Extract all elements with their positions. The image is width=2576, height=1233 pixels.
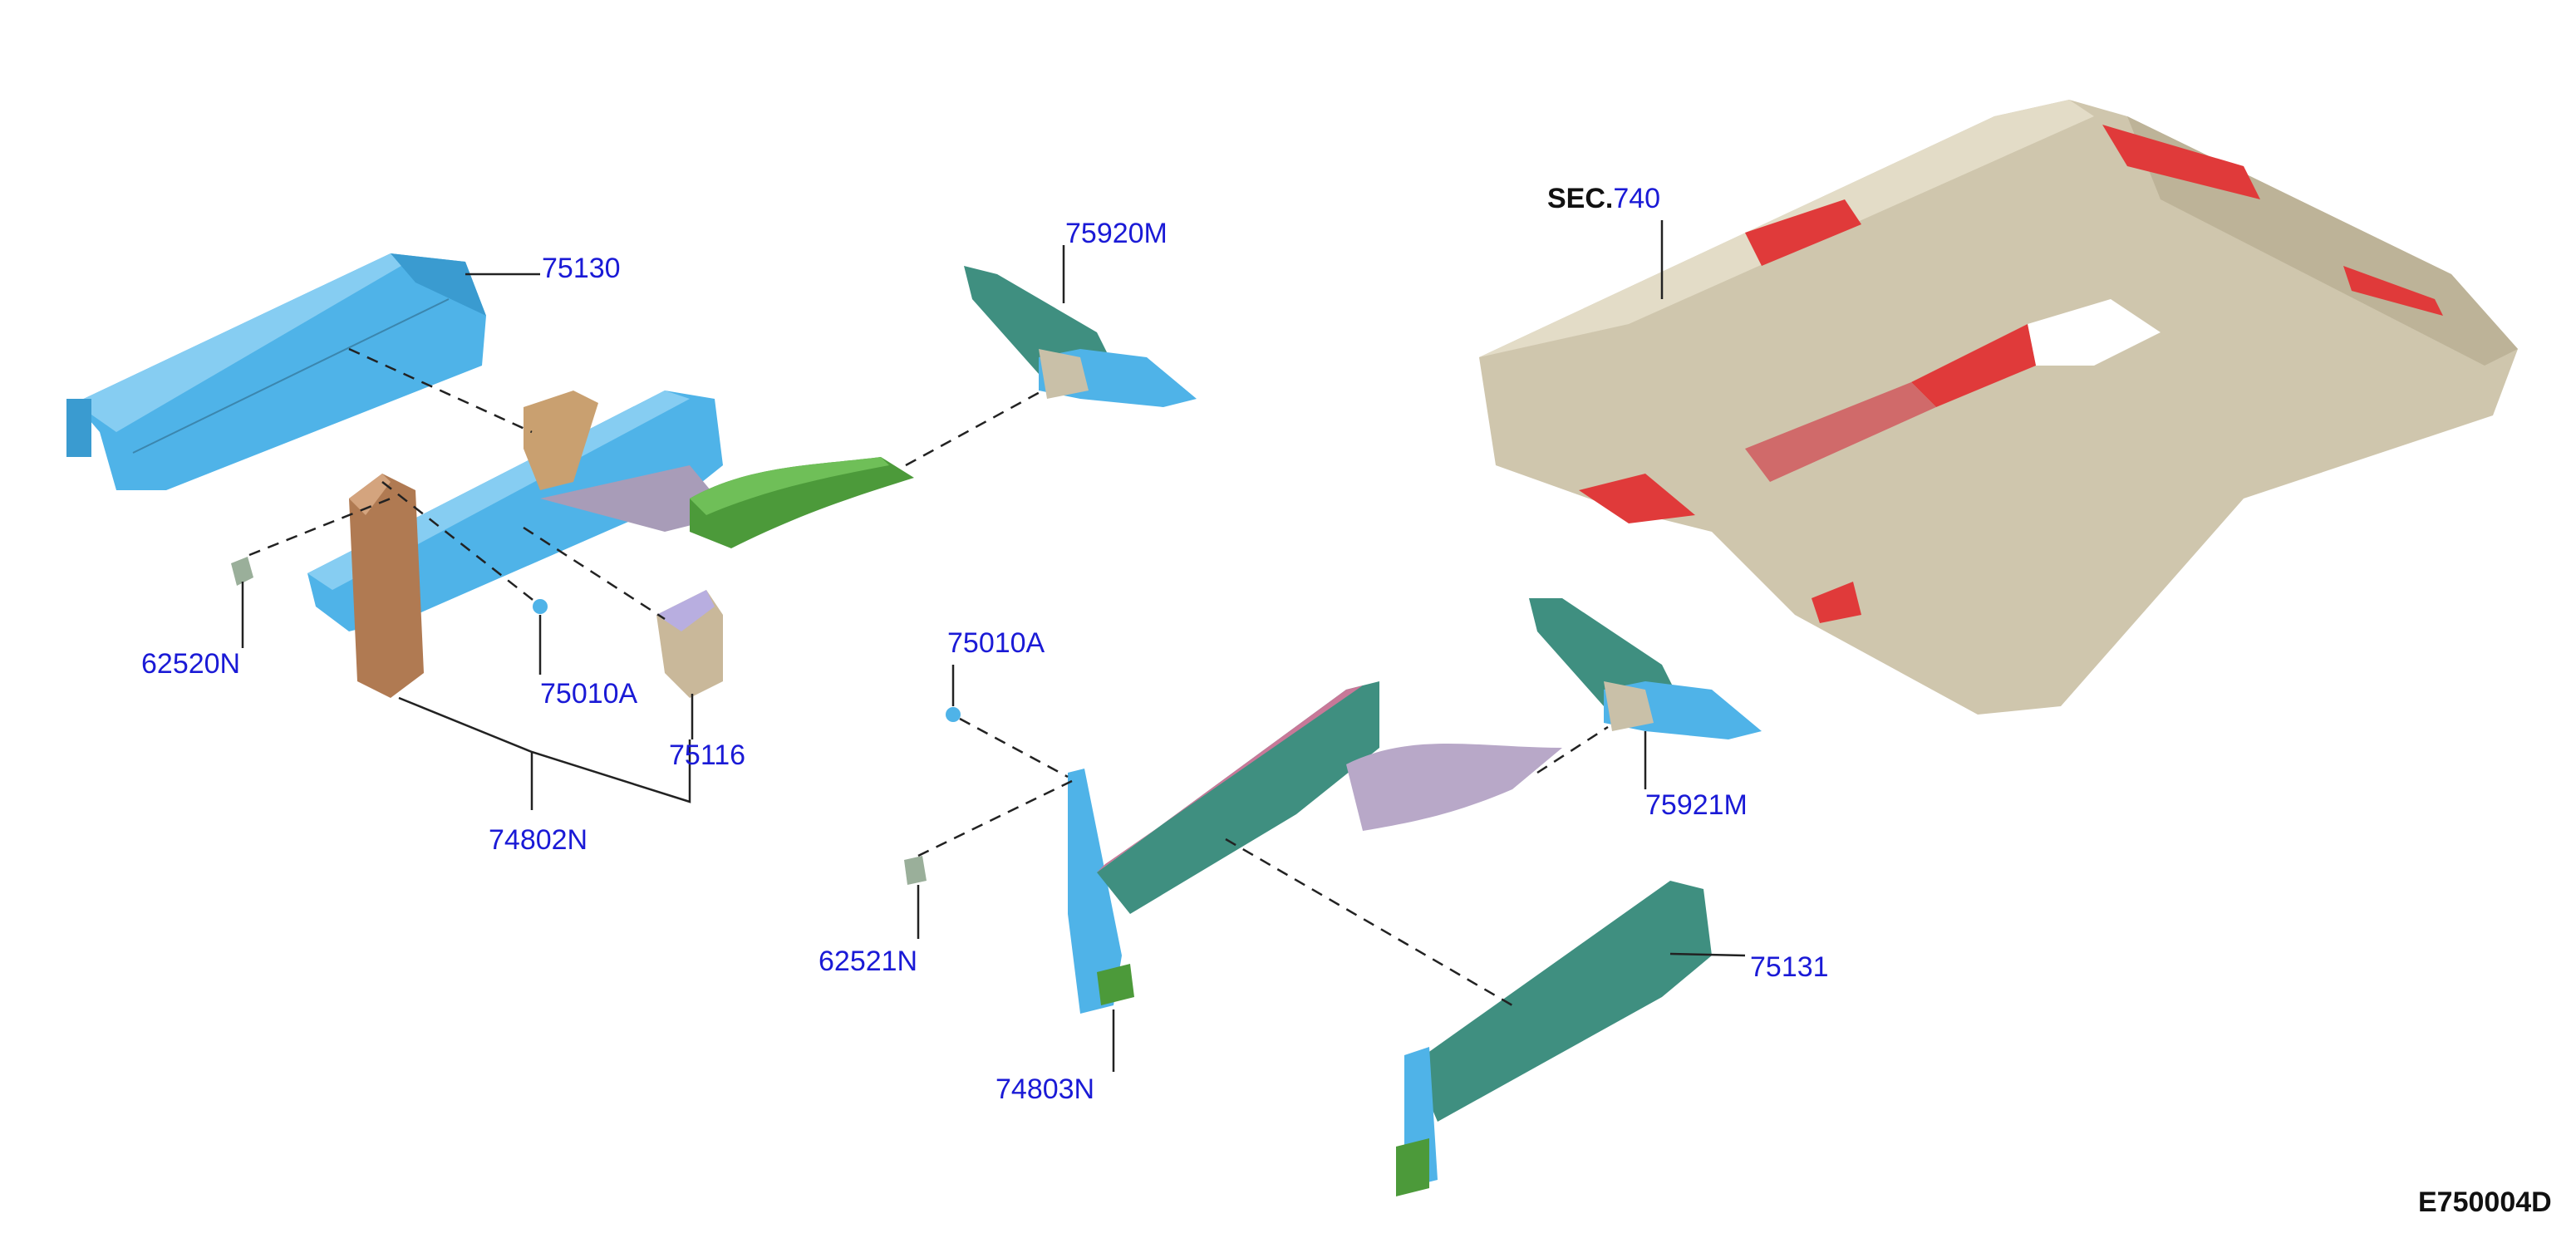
callout-75010A-left: 75010A	[540, 678, 638, 710]
part-74803N-pillar	[1068, 769, 1134, 1014]
section-reference: SEC.740	[1547, 183, 1660, 214]
part-75116-bracket-upper	[524, 391, 598, 490]
part-74803N-rear-extension	[1346, 744, 1562, 831]
part-75131	[1396, 881, 1712, 1196]
callout-62520N: 62520N	[141, 648, 240, 680]
floor-panel-sec740	[1479, 100, 2518, 715]
dashed-connectors	[248, 347, 1609, 1007]
part-75920M	[964, 266, 1197, 407]
callout-62521N: 62521N	[819, 946, 917, 977]
callout-75921M: 75921M	[1645, 789, 1748, 821]
leader-lines	[241, 220, 1746, 1072]
callout-75010A-mid: 75010A	[947, 627, 1045, 659]
part-75130-member	[66, 253, 486, 490]
callout-75131: 75131	[1750, 951, 1829, 983]
part-75116	[656, 590, 723, 698]
callout-74803N: 74803N	[995, 1073, 1094, 1105]
callout-74802N: 74802N	[489, 824, 587, 856]
section-number: 740	[1613, 183, 1660, 214]
part-75010A-left	[533, 599, 548, 614]
section-prefix: SEC.	[1547, 183, 1613, 214]
part-75010A-mid	[946, 707, 961, 722]
callout-75130: 75130	[542, 253, 621, 284]
callout-75116: 75116	[669, 739, 745, 771]
part-62521N	[904, 856, 927, 885]
diagram-id: E750004D	[2418, 1186, 2552, 1218]
part-74802N-green-extension	[690, 457, 914, 548]
part-74803N-member	[1097, 681, 1379, 914]
part-74802N-pillar	[349, 474, 424, 698]
part-75921M	[1529, 598, 1762, 739]
part-62520N	[231, 557, 253, 586]
callout-75920M: 75920M	[1065, 218, 1168, 249]
